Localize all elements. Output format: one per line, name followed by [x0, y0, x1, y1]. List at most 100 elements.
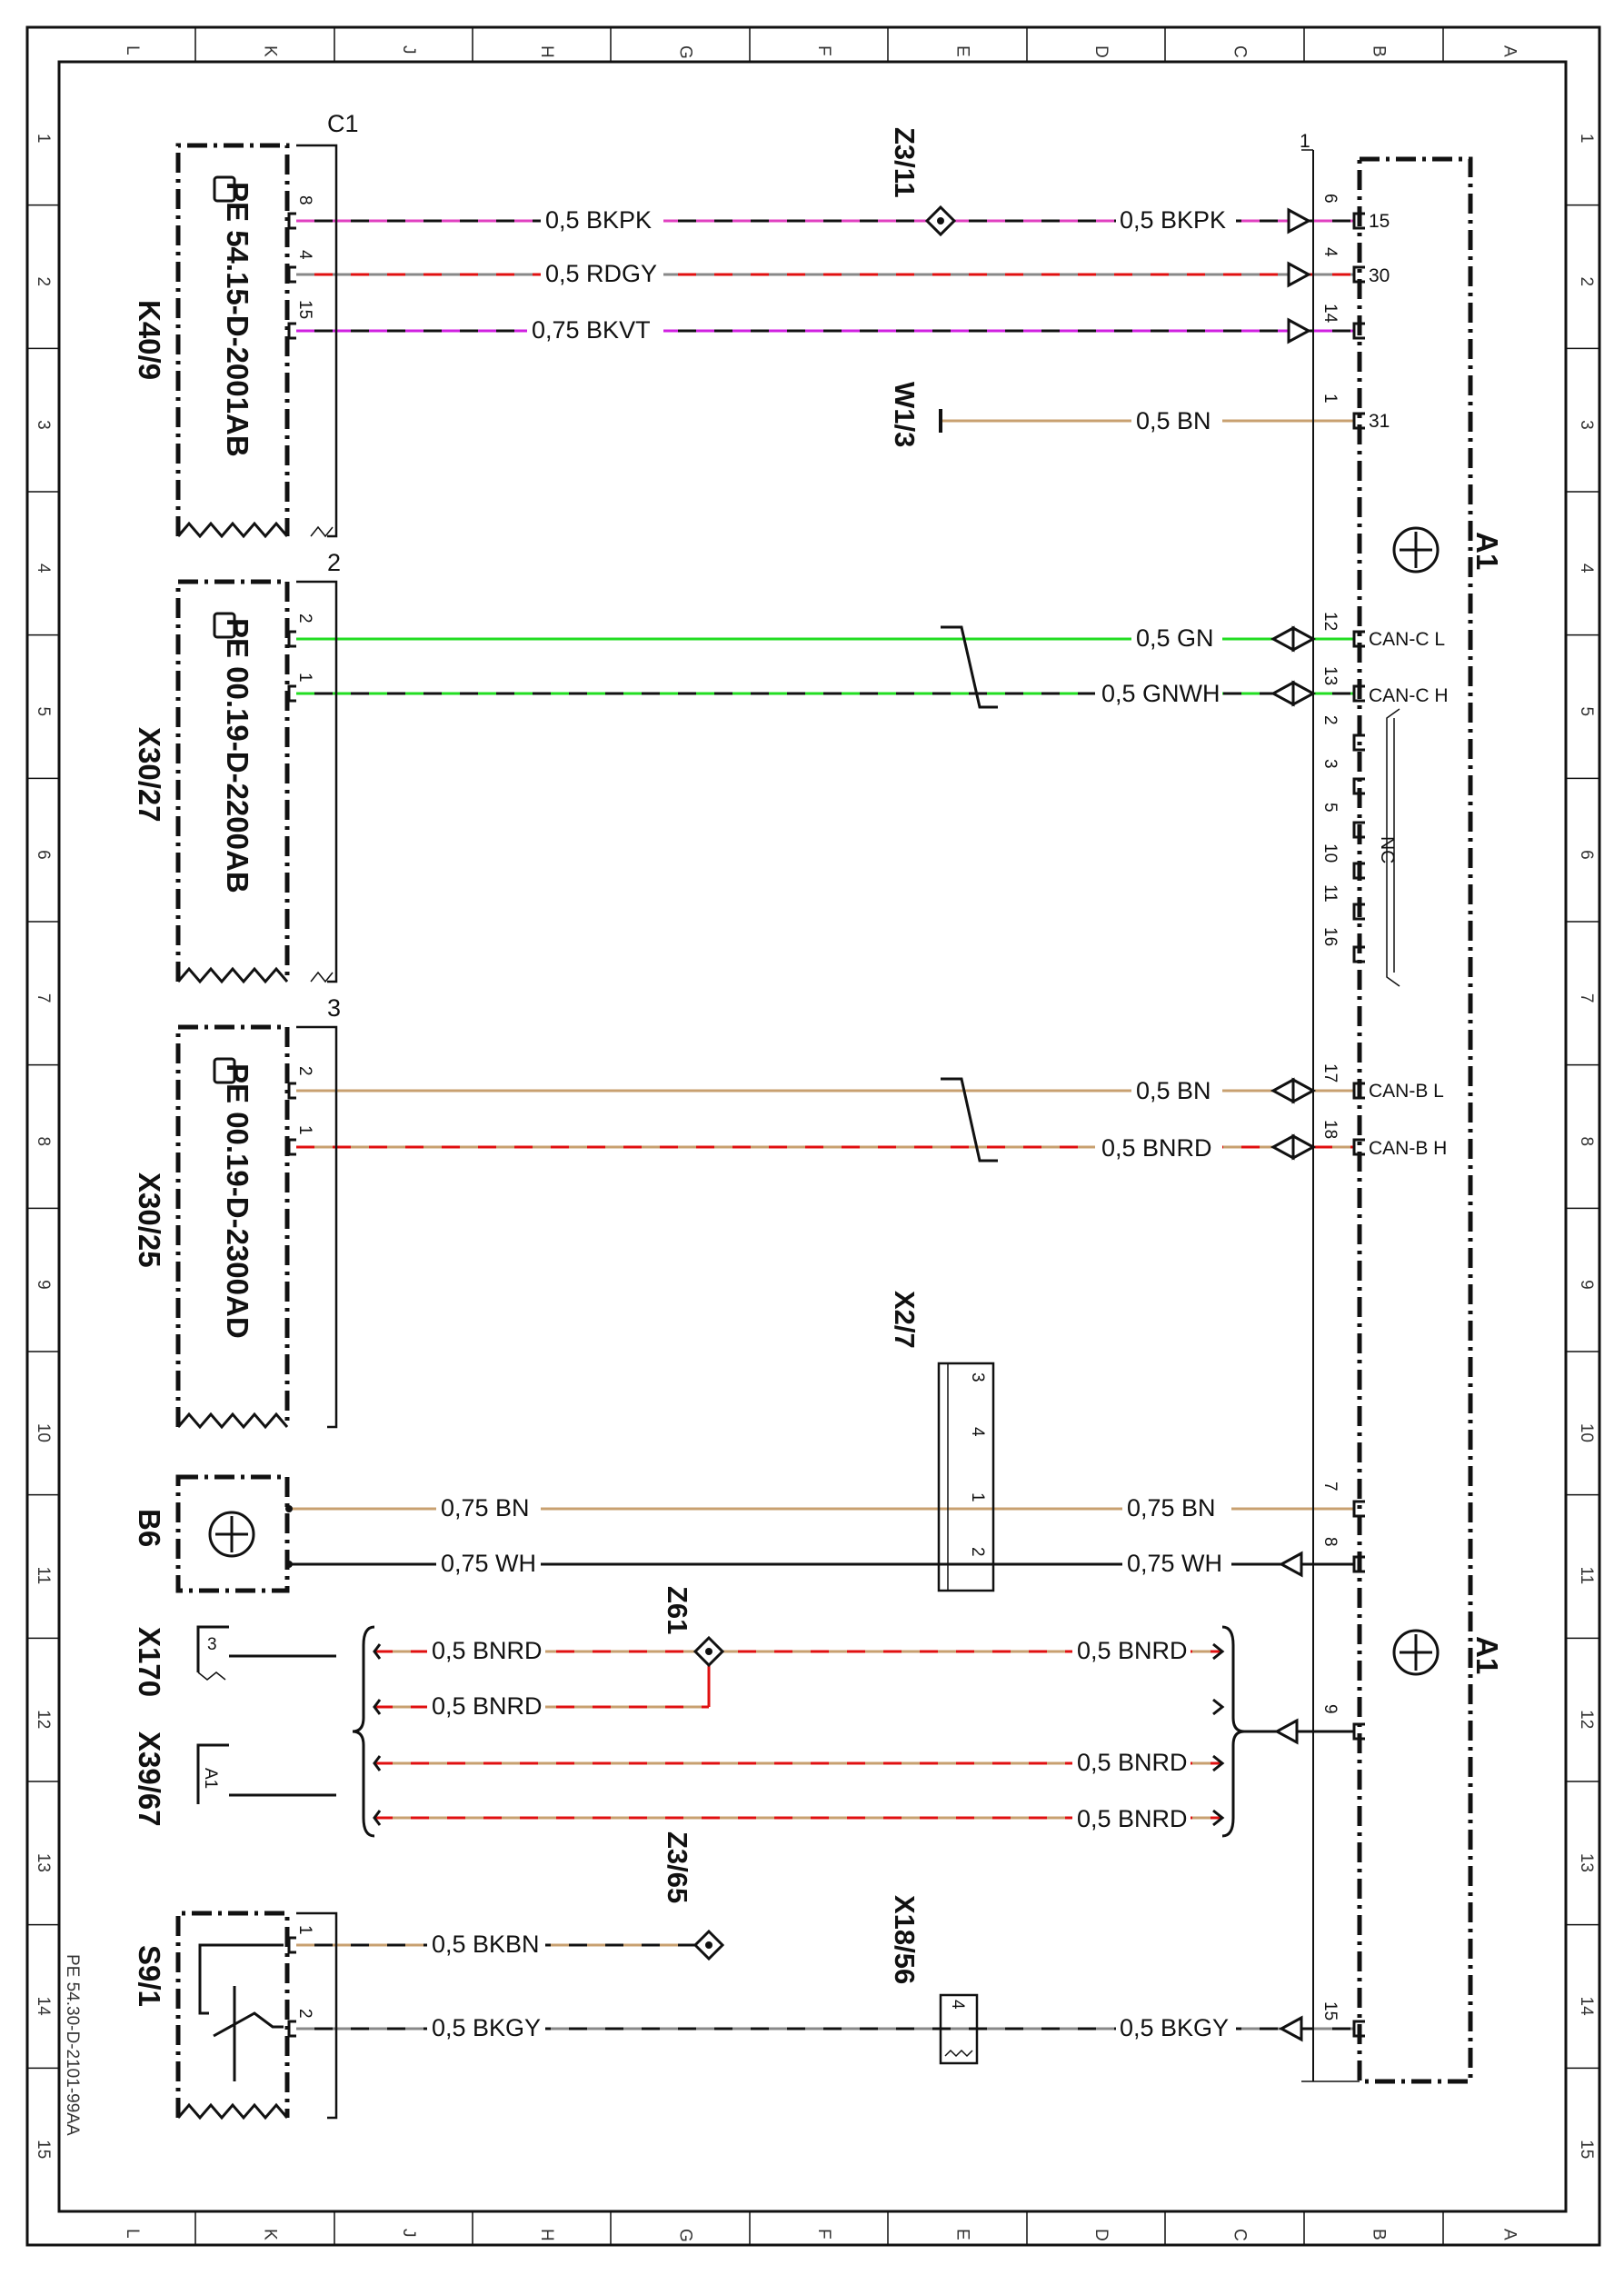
wire: [296, 262, 1354, 287]
wire-label: 0,5 RDGY: [545, 260, 657, 287]
k40-9-shield: C1: [327, 110, 359, 137]
grid-column-label: C: [1230, 2229, 1250, 2241]
wires: [285, 205, 1354, 2042]
s9-1-name: S9/1: [133, 1945, 166, 2007]
wire: [374, 1639, 1222, 1664]
grid-row-label: 6: [1577, 850, 1596, 860]
grid-row-label: 9: [34, 1280, 53, 1290]
wire: [296, 318, 1354, 344]
x2-7-connector: X2/7 3 4 1 2: [889, 1291, 995, 1592]
x30-27-ref: PE 00.19-D-2200AB: [221, 618, 254, 893]
a1-pin-number: 16: [1320, 927, 1340, 946]
x30-25-connector: 3 PE 00.19-D-2300AD X30/25: [133, 994, 341, 1430]
svg-text:1: 1: [295, 1125, 314, 1135]
grid-column-label: E: [953, 45, 972, 57]
grid-row-label: 7: [34, 993, 53, 1003]
wire-label: 0,5 BNRD: [1101, 1134, 1212, 1162]
x30-25-name: X30/25: [133, 1172, 166, 1268]
wire: [374, 1694, 709, 1720]
splice-icon: [692, 1635, 725, 1668]
wire: [296, 208, 1354, 234]
x30-27-shield: 2: [327, 549, 341, 576]
svg-text:15: 15: [295, 300, 314, 319]
x30-25-shield: 3: [327, 994, 341, 1022]
a1-pin-number: 6: [1320, 194, 1340, 204]
grid-row-label: 3: [34, 420, 53, 430]
svg-text:30: 30: [1369, 265, 1390, 286]
wire: [296, 1932, 709, 1958]
x30-27-connector: 2 PE 00.19-D-2200AB X30/27: [133, 549, 341, 984]
a1-name-bottom: A1: [1470, 1636, 1504, 1674]
grid-row-label: 9: [1577, 1280, 1596, 1290]
wire-label: 0,5 GN: [1136, 624, 1214, 652]
grid-column-label: F: [814, 2229, 833, 2240]
svg-text:CAN-B L: CAN-B L: [1369, 1081, 1444, 1102]
grid-column-label: E: [953, 2229, 972, 2240]
grid-column-label: K: [261, 2229, 280, 2240]
a1-pin-number: 11: [1320, 884, 1340, 903]
grid-row-label: 11: [1577, 1567, 1596, 1585]
splice-icon: [692, 1929, 725, 1961]
wire: [296, 626, 1354, 652]
x2-7-pin: 3: [968, 1372, 987, 1382]
b6-sensor: B6: [133, 1474, 290, 1593]
x2-7-pin: 2: [968, 1547, 987, 1557]
svg-text:CAN-B H: CAN-B H: [1369, 1138, 1447, 1159]
grid-row-label: 10: [1577, 1423, 1596, 1442]
wire: [296, 1078, 1354, 1103]
wire-label: 0,5 BN: [1136, 407, 1211, 434]
a1-pin-number: 1: [1320, 394, 1340, 404]
svg-text:1: 1: [295, 1925, 314, 1935]
grid-column-label: B: [1370, 2229, 1389, 2240]
grid-column-label: H: [537, 2229, 556, 2241]
document-icon: [213, 175, 236, 203]
wire-label: 0,75 WH: [441, 1550, 536, 1577]
wire-label: 0,5 BNRD: [432, 1637, 543, 1664]
x39-67-name: X39/67: [133, 1731, 166, 1827]
grid-column-label: J: [399, 45, 418, 55]
grid-column-label: F: [814, 45, 833, 56]
wire: [941, 408, 1354, 434]
grid-column-label: C: [1230, 45, 1250, 58]
transistor-icon: [208, 1511, 255, 1558]
wire: [287, 1496, 1354, 1522]
w1-3-label: W1/3: [889, 382, 921, 447]
x39-67-pin: A1: [201, 1768, 220, 1789]
svg-text:8: 8: [295, 195, 314, 205]
grid-column-label: L: [123, 2229, 142, 2239]
wire-label: 0,5 BKPK: [545, 206, 652, 234]
grid-column-label: H: [537, 45, 556, 58]
k40-9-ref: PE 54.15-D-2001AB: [221, 182, 254, 457]
x170-connector: 3 X170: [133, 1625, 336, 1697]
wire-label: 0,5 BNRD: [1077, 1749, 1188, 1776]
nc-label: NC: [1377, 836, 1398, 863]
a1-pin-number: 4: [1320, 247, 1340, 257]
x18-56-pin: 4: [948, 2000, 967, 2010]
wire: [374, 1751, 1222, 1776]
x170-name: X170: [133, 1627, 166, 1697]
splice-icon: [924, 205, 957, 237]
x30-27-name: X30/27: [133, 727, 166, 823]
x2-7-pin: 4: [968, 1427, 987, 1437]
grid-row-label: 2: [34, 277, 53, 287]
grid-row-label: 14: [34, 1997, 53, 2017]
grid-row-label: 7: [1577, 993, 1596, 1003]
a1-pin-number: 10: [1320, 843, 1340, 863]
grid-column-label: A: [1500, 45, 1519, 57]
svg-text:1: 1: [295, 673, 314, 683]
grid-row-label: 5: [34, 707, 53, 717]
grid-column-label: D: [1091, 2229, 1111, 2241]
svg-text:2: 2: [295, 1066, 314, 1076]
wire-label: 0,5 BNRD: [1077, 1637, 1188, 1664]
grid-row-label: 13: [34, 1853, 53, 1872]
wire-label: 0,75 WH: [1127, 1550, 1222, 1577]
grid-row-label: 12: [34, 1710, 53, 1729]
transistor-icon: [1392, 526, 1440, 574]
a1-pin-number: 18: [1320, 1120, 1340, 1139]
grid-column-label: L: [123, 45, 142, 55]
x39-67-connector: A1 X39/67: [133, 1731, 336, 1827]
wire-label: 0,75 BN: [1127, 1494, 1216, 1522]
right-bundle-bracket: [1221, 1625, 1245, 1838]
